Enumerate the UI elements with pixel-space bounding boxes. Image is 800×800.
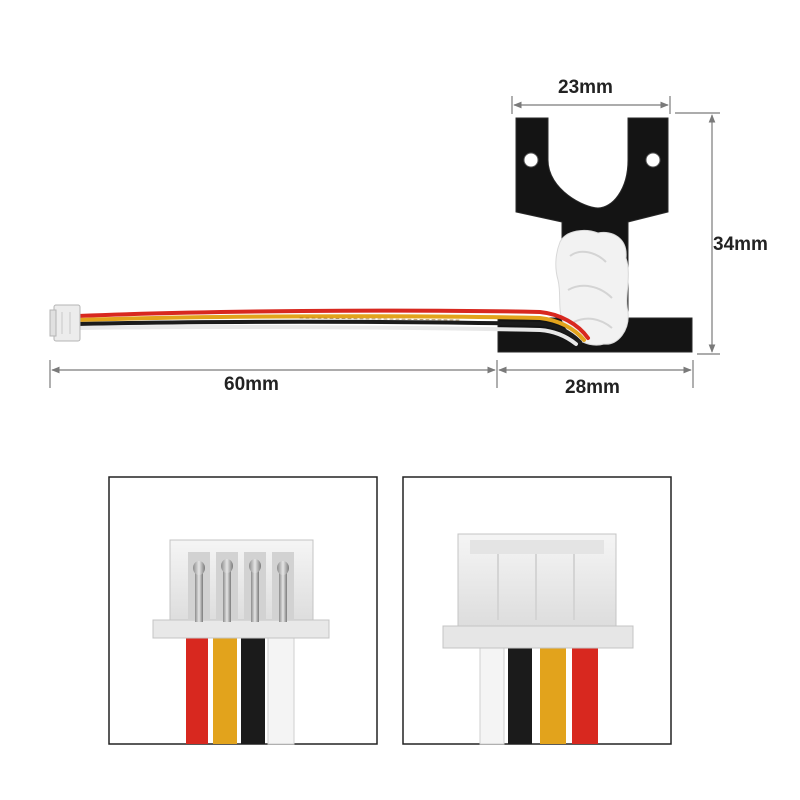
dimension-label-height: 34mm bbox=[713, 234, 768, 255]
connector-front-panel bbox=[108, 476, 378, 745]
thermal-paste bbox=[555, 229, 629, 346]
dimension-label-top-width: 23mm bbox=[558, 77, 613, 98]
connector-back-panel bbox=[402, 476, 672, 745]
mount-hole-right bbox=[645, 152, 661, 168]
cable-connector bbox=[49, 304, 81, 342]
wire-bundle bbox=[76, 308, 590, 346]
mount-hole-left bbox=[523, 152, 539, 168]
dimension-lines bbox=[49, 96, 720, 388]
dimension-label-cable-length: 60mm bbox=[224, 374, 279, 395]
dimension-label-base-width: 28mm bbox=[565, 377, 620, 398]
